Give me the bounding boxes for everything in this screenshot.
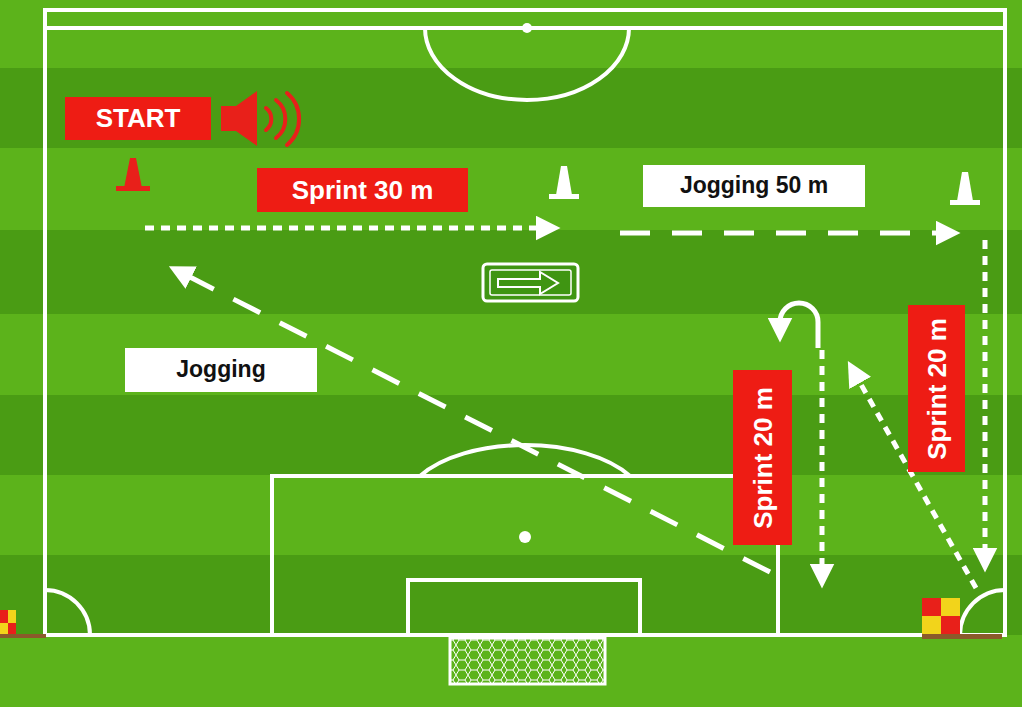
corner-flag xyxy=(922,598,1002,639)
start-box: START xyxy=(65,97,211,140)
jogging-label-box: Jogging 50 m xyxy=(643,165,865,207)
centre-spot xyxy=(522,23,532,33)
label-text: Jogging 50 m xyxy=(680,173,828,198)
label-text: Sprint 30 m xyxy=(292,176,434,205)
red-cone xyxy=(116,158,150,191)
penalty-spot xyxy=(519,531,531,543)
field-lines xyxy=(45,10,1005,635)
running-path xyxy=(145,228,985,588)
label-text: Jogging xyxy=(176,357,265,382)
corner-flag xyxy=(0,610,46,638)
sprint-label-box: Sprint 30 m xyxy=(257,168,468,212)
direction-sign xyxy=(483,264,578,301)
goal-net xyxy=(450,638,605,684)
label-text: START xyxy=(96,104,181,133)
label-text: Sprint 20 m xyxy=(922,318,951,460)
pitch-stripe xyxy=(0,395,1022,475)
white-cone xyxy=(950,172,980,205)
label-text: Sprint 20 m xyxy=(748,387,777,529)
sprint-label-box: Sprint 20 m xyxy=(733,370,792,545)
pitch-stripe xyxy=(0,68,1022,148)
sprint-label-box: Sprint 20 m xyxy=(908,305,965,472)
pitch-stripe xyxy=(0,230,1022,314)
white-cone xyxy=(549,166,579,199)
pitch-outside xyxy=(0,638,1022,707)
pitch-stripe xyxy=(0,555,1022,635)
jogging-label-box: Jogging xyxy=(125,348,317,392)
megaphone-icon xyxy=(221,91,299,146)
